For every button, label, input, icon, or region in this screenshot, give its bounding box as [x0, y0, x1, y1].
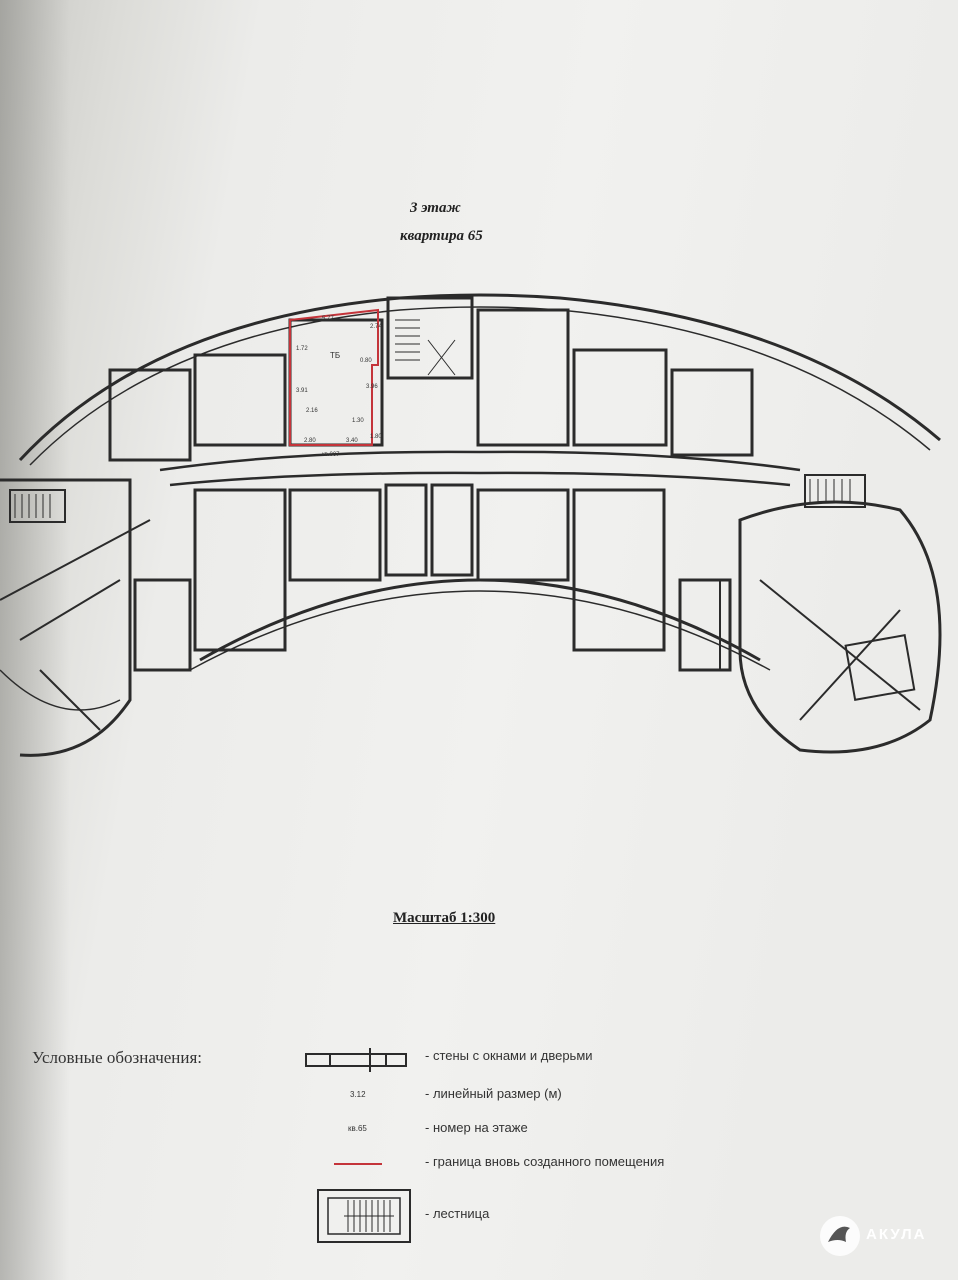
legend-item-walls: - стены с окнами и дверьми: [300, 1040, 820, 1080]
legend-item-stairs: - лестница: [300, 1186, 820, 1248]
dim-label: 1.80: [370, 434, 382, 440]
page-fold-shadow: [0, 0, 70, 1280]
outer-wall-top: [18, 293, 941, 462]
legend-item-boundary: - граница вновь созданного помещения: [300, 1148, 820, 1188]
dim-label: 5.77: [322, 316, 334, 322]
dim-label: 3.91: [296, 388, 308, 394]
floor-title: 3 этаж: [410, 200, 461, 216]
scale-label: Масштаб 1:300: [393, 910, 496, 926]
apartment-number-label: кв.007: [322, 452, 340, 458]
dim-label: 1.72: [296, 346, 308, 352]
number-symbol-icon: кв.65: [348, 1124, 367, 1133]
shark-logo-icon: [820, 1216, 860, 1256]
legend-item-number: кв.65 - номер на этаже: [300, 1114, 820, 1154]
dim-label: 2.80: [304, 438, 316, 444]
brand-watermark: АКУЛА: [818, 1214, 948, 1258]
wall-symbol-icon: [305, 1048, 407, 1072]
dim-label: 3.96: [366, 384, 378, 390]
apartment-boundary: [289, 308, 379, 446]
red-line-symbol-icon: [334, 1163, 382, 1165]
legend-text: - граница вновь созданного помещения: [425, 1154, 665, 1169]
right-wing: [738, 500, 942, 754]
legend-text: - линейный размер (м): [425, 1086, 562, 1101]
dim-label: 1.30: [352, 418, 364, 424]
apartment-title: квартира 65: [400, 228, 483, 244]
dim-label: 3.40: [346, 438, 358, 444]
dimension-symbol-icon: 3.12: [350, 1090, 366, 1099]
room-label: ТБ: [330, 351, 340, 360]
dim-label: 2.16: [306, 408, 318, 414]
legend-item-dimension: 3.12 - линейный размер (м): [300, 1080, 820, 1120]
legend-text: - стены с окнами и дверьми: [425, 1048, 593, 1063]
brand-name: АКУЛА: [866, 1226, 927, 1243]
floor-plan: 5.77 1.72 2.74 0.80 3.91 3.96 2.16 1.30 …: [0, 293, 942, 757]
dim-label: 0.80: [360, 358, 372, 364]
legend-text: - номер на этаже: [425, 1120, 528, 1135]
legend-title: Условные обозначения:: [32, 1048, 203, 1067]
legend-text: - лестница: [425, 1206, 490, 1221]
stairs-symbol-icon: [317, 1189, 411, 1243]
dim-label: 2.74: [370, 324, 382, 330]
